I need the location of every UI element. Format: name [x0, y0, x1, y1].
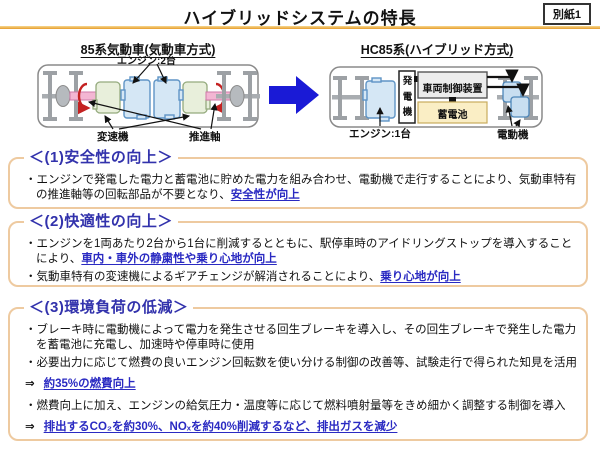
section-safety: ＜(1)安全性の向上＞ ・エンジンで発電した電力と蓄電池に貯めた電力を組み合わせ…	[8, 146, 588, 209]
title-rule	[0, 26, 600, 29]
right-callout-arrows	[376, 104, 521, 128]
generator-box	[398, 70, 416, 124]
env-bullet-2: ・必要出力に応じて燃費の良いエンジン回転数を使い分ける制御の改善等、試験走行で得…	[25, 357, 577, 369]
left-drive-shaft	[69, 91, 98, 101]
attachment-tag: 別紙1	[542, 3, 591, 25]
transition-arrow	[269, 76, 319, 114]
hybrid-left-bogie	[332, 76, 372, 120]
comfort-highlight-1: 車内・車外の静粛性や乗り心地が向上	[81, 252, 277, 265]
left-callout-arrows	[87, 63, 218, 130]
battery-label: 蓄電池	[437, 110, 468, 121]
section-comfort: ＜(2)快適性の向上＞ ・エンジンを1両あたり2台から1台に削減するとともに、駅…	[8, 210, 588, 287]
section-environment: ＜(3)環境負荷の低減＞ ・ブレーキ時に電動機によって電力を発生させる回生ブレー…	[8, 296, 588, 441]
env-result-2: ⇒ 排出するCO₂を約30%、NOₓを約40%削減するなど、排出ガスを減少	[25, 420, 578, 435]
generator-controller-link	[414, 76, 419, 82]
safety-highlight: 安全性が向上	[230, 188, 300, 201]
safety-bullet: ・エンジンで発電した電力と蓄電池に貯めた電力を組み合わせ、電動機で走行することに…	[25, 174, 577, 201]
comfort-highlight-2: 乗り心地が向上	[380, 271, 461, 283]
generator-label: 発電機	[402, 76, 413, 118]
comfort-bullet-2: ・気動車特有の変速機によるギアチェンジが解消されることにより、乗り心地が向上	[25, 271, 461, 283]
controller-battery-link	[449, 97, 456, 102]
fuel-saving-highlight: 約35%の燃費向上	[43, 377, 136, 390]
engine-count-label-left: エンジン:2台	[117, 56, 176, 67]
page-title: ハイブリッドシステムの特長	[183, 9, 417, 28]
engine-single	[362, 77, 396, 122]
section-environment-heading: ＜(3)環境負荷の低減＞	[24, 296, 194, 317]
motor-label: 電動機	[497, 129, 529, 141]
battery-box	[417, 101, 488, 124]
env-bullet-3: ・燃費向上に加え、エンジンの給気圧力・温度等に応じて燃料噴射量等をきめ細かく調整…	[25, 400, 566, 412]
result-arrow-icon: ⇒	[25, 377, 35, 390]
transmission-label: 変速機	[97, 131, 129, 143]
engine-count-label-right: エンジン:1台	[349, 128, 411, 140]
controller-label: 車両制御装置	[422, 84, 483, 95]
emission-highlight: 排出するCO₂を約30%、NOₓを約40%削減するなど、排出ガスを減少	[43, 420, 398, 433]
rotation-arrow-left	[77, 82, 91, 115]
diagram-right-heading: HC85系(ハイブリッド方式)	[360, 43, 514, 57]
section-safety-heading: ＜(1)安全性の向上＞	[24, 146, 178, 167]
result-arrow-icon: ⇒	[25, 420, 35, 433]
comfort-bullet-1: ・エンジンを1両あたり2台から1台に削減するとともに、駅停車時のアイドリングスト…	[25, 238, 573, 265]
train-diagram	[37, 63, 543, 130]
env-result-1: ⇒ 約35%の燃費向上	[25, 377, 578, 392]
diagram-left-heading: 85系気動車(気動車方式)	[80, 43, 216, 57]
propeller-shaft-label: 推進軸	[189, 131, 221, 143]
env-bullet-1: ・ブレーキ時に電動機によって電力を発生させる回生ブレーキを導入し、その回生ブレー…	[25, 324, 577, 351]
section-comfort-heading: ＜(2)快適性の向上＞	[24, 210, 178, 231]
power-lines	[487, 69, 530, 97]
right-bogie	[216, 71, 260, 121]
